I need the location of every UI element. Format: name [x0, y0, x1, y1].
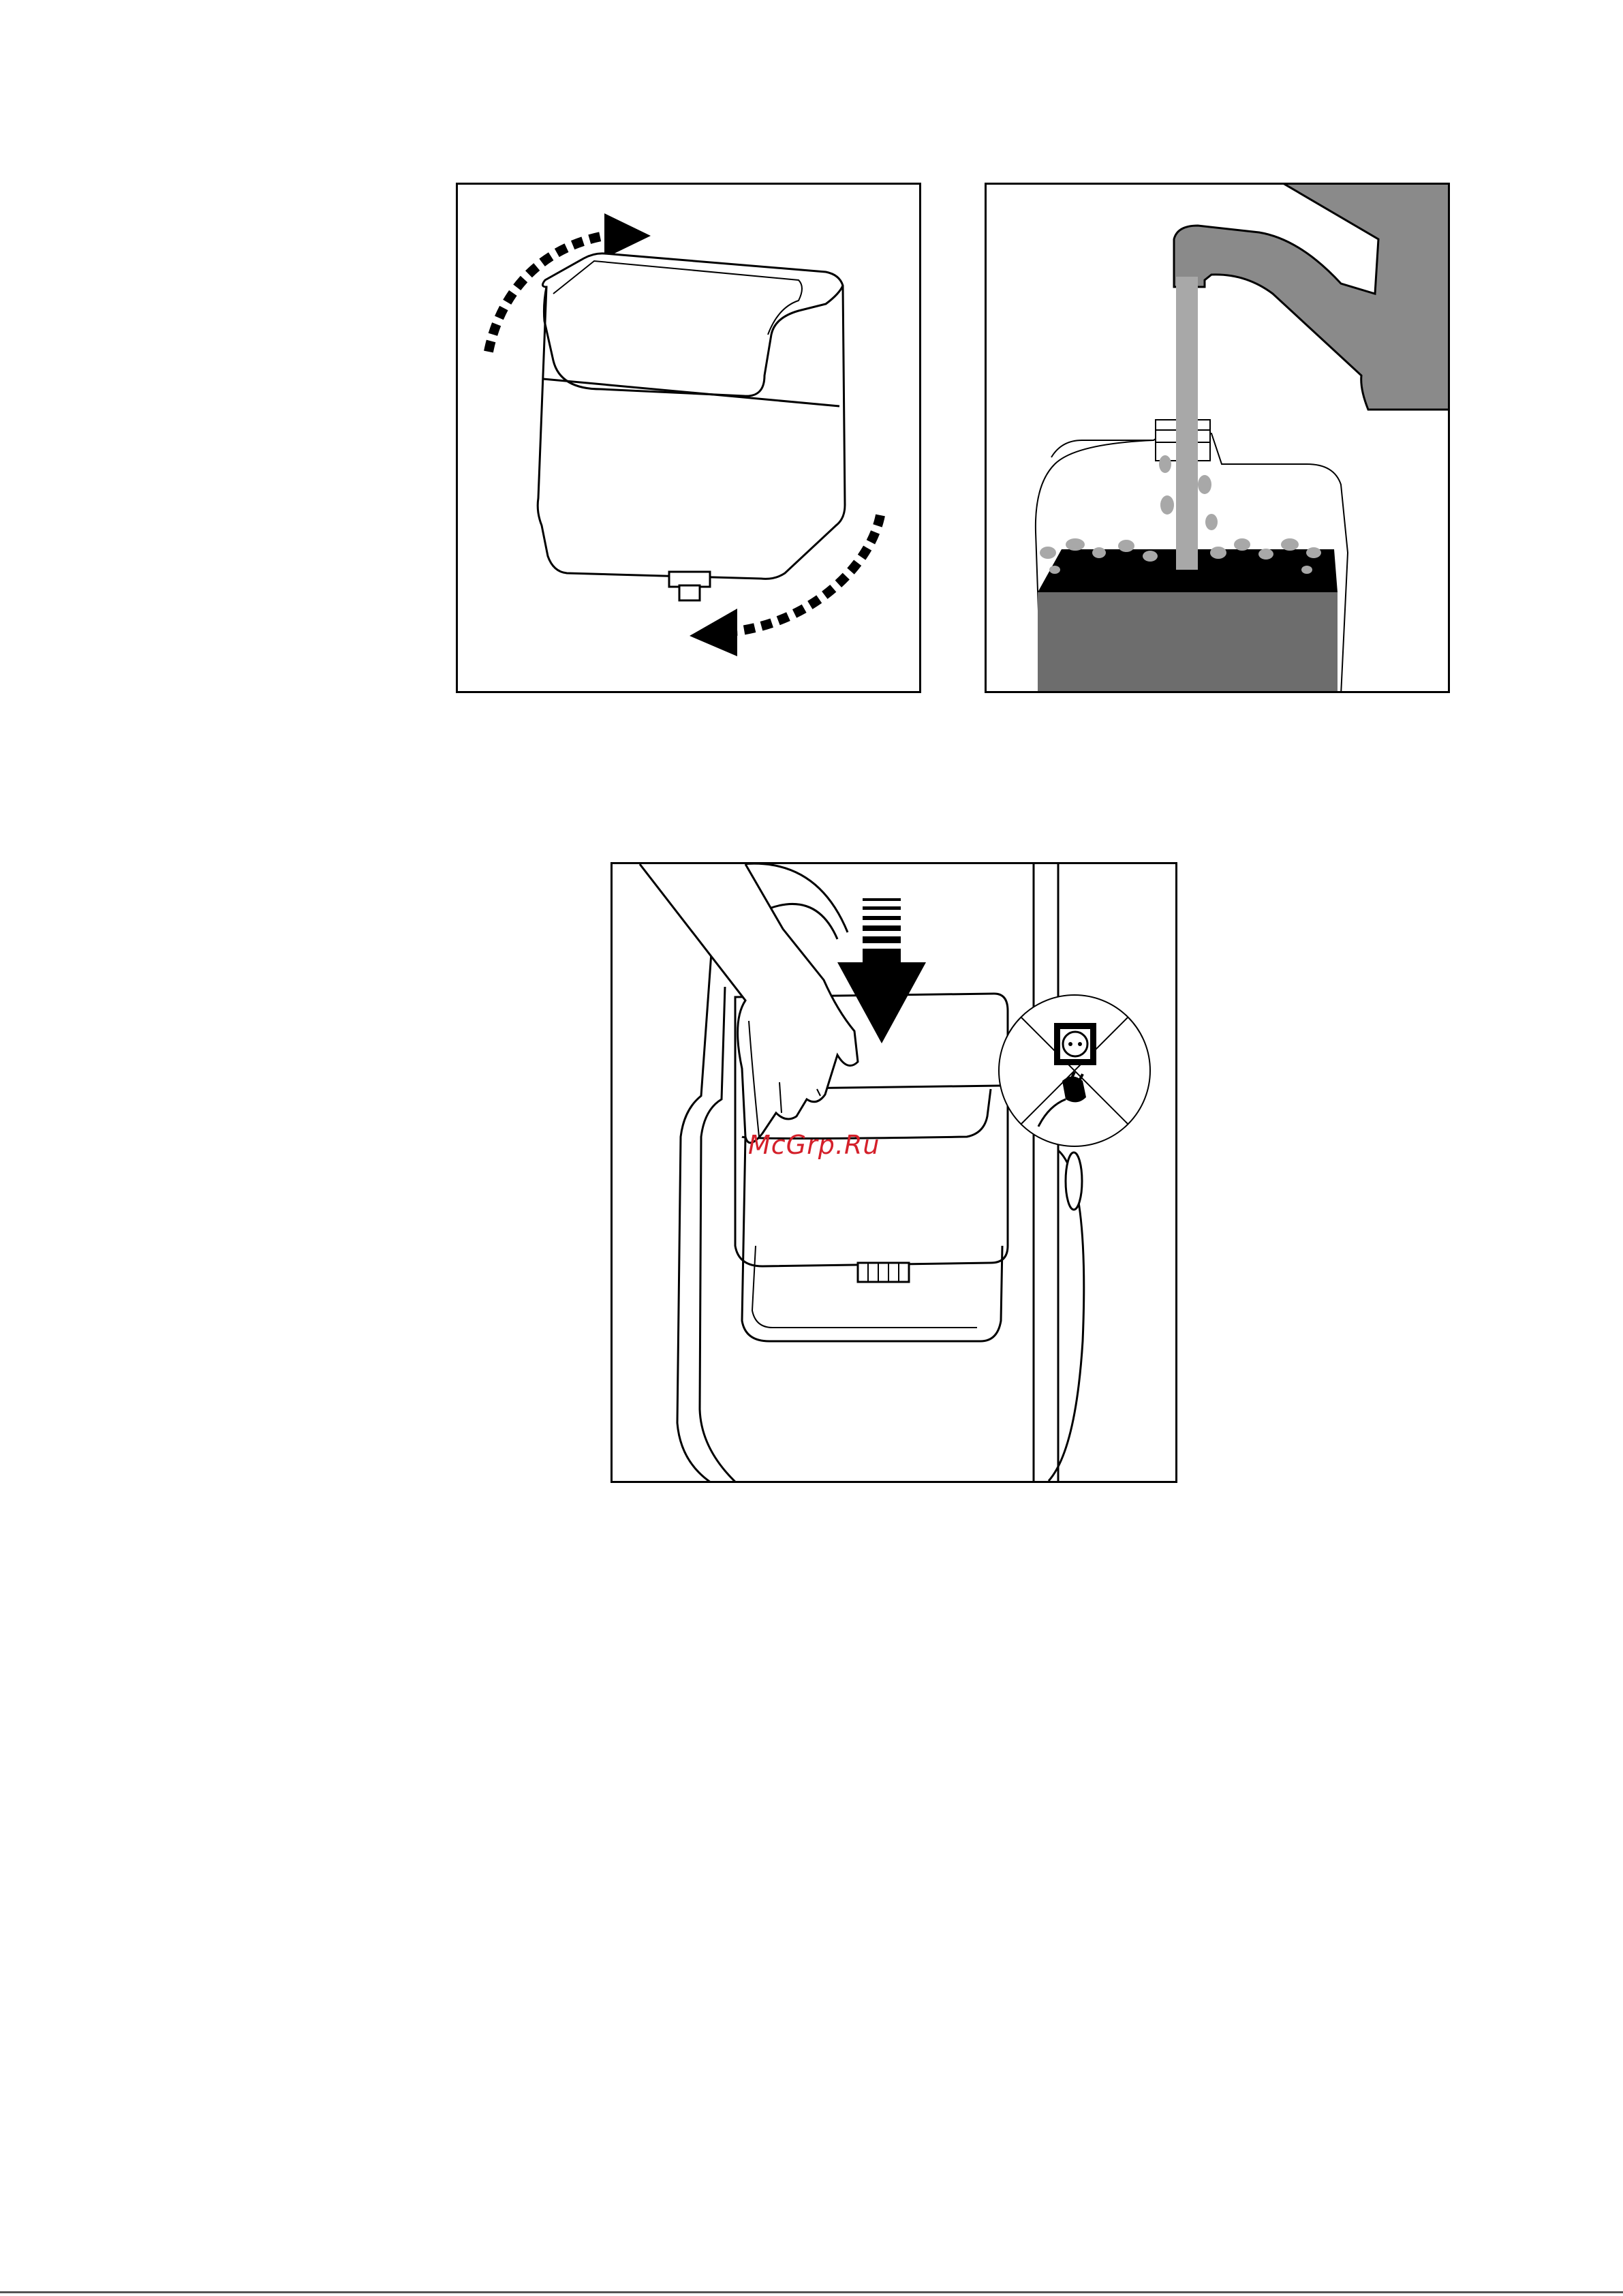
fill-tank-panel	[985, 183, 1450, 693]
insert-tank-panel	[610, 862, 1177, 1483]
bottom-rule	[0, 2291, 1623, 2293]
rotate-tank-panel	[456, 183, 921, 693]
water-tap-illustration	[987, 185, 1450, 693]
unplugged-socket-icon	[999, 995, 1150, 1146]
watermark-text: McGrp.Ru	[748, 1130, 880, 1160]
insert-tank-illustration	[613, 864, 1177, 1483]
rotate-tank-illustration	[458, 185, 921, 693]
